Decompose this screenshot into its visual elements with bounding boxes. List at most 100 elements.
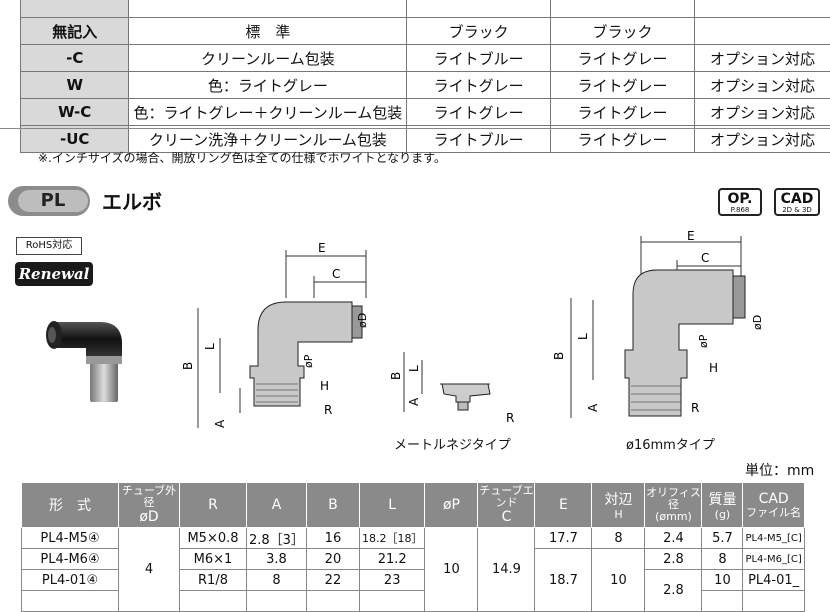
dim-label-l-16: L: [576, 333, 590, 340]
dim-label-e: E: [318, 241, 326, 255]
renewal-badge: Renewal: [15, 262, 93, 286]
dim-label-a: A: [213, 419, 227, 428]
badge-cad-label: CAD: [781, 191, 814, 207]
badge-op-label: OP.: [728, 191, 753, 207]
option-note: オプション対応: [695, 99, 830, 126]
cell-mass: 8: [702, 549, 743, 570]
dim-label-p-16: øP: [697, 334, 710, 348]
cell-model: PL4-01④: [22, 570, 119, 591]
cell-a: 8: [247, 570, 307, 591]
table-row: [21, 0, 830, 18]
dim-label-d-16: øD: [751, 315, 764, 330]
cell-cad: PL4-M5_[C]: [743, 528, 804, 549]
dim-label-h-16: H: [709, 361, 718, 375]
option-desc: 標 準: [129, 18, 407, 45]
option-page-badge[interactable]: OP. P.868: [718, 188, 762, 216]
option-note: オプション対応: [695, 72, 830, 99]
cell-tube-od: 4: [119, 528, 180, 612]
options-table: 無記入 標 準 ブラック ブラック -C クリーンルーム包装 ライトブルー ライ…: [20, 0, 830, 153]
dimension-drawing-main: E C øD øP B L H R A: [180, 238, 370, 438]
cell-mass: 5.7: [702, 528, 743, 549]
dim-label-e-16: E: [687, 230, 695, 243]
table-row: PL4-M5④ 4 M5×0.8 2.8［3］ 16 18.2［18］ 10 1…: [22, 528, 805, 549]
product-photo: [40, 300, 140, 410]
dimension-drawing-metric: B L A R: [380, 340, 530, 430]
cell-r: M5×0.8: [180, 528, 247, 549]
option-note: オプション対応: [695, 45, 830, 72]
option-desc: 色：ライトグレー＋クリーンルーム包装: [129, 99, 407, 126]
cell-l: 18.2［18］: [359, 528, 425, 549]
dim-label-r: R: [324, 403, 332, 417]
cell-b: 16: [306, 528, 359, 549]
table-row: 無記入 標 準 ブラック ブラック: [21, 18, 830, 45]
cell-b: 22: [306, 570, 359, 591]
col-orifice: オリフィス径(ømm): [645, 483, 702, 528]
section-code: PL: [18, 190, 88, 212]
dimension-drawing-16mm: E C øD øP B L H R A: [545, 230, 775, 430]
option-body-color: ブラック: [551, 18, 695, 45]
cad-badge[interactable]: CAD 2D & 3D: [774, 188, 820, 216]
cell-cad: PL4-M6_[C]: [743, 549, 804, 570]
dim-label-d: øD: [356, 313, 369, 328]
cell-orifice: 2.8: [645, 570, 702, 612]
option-body-color: ライトグレー: [551, 72, 695, 99]
col-r: R: [180, 483, 247, 528]
option-code: W-C: [21, 99, 129, 126]
option-code: 無記入: [21, 18, 129, 45]
cell-l: 23: [359, 570, 425, 591]
option-desc: 色：ライトグレー: [129, 72, 407, 99]
dim-label-r-16: R: [691, 401, 699, 415]
cell-mass: 10: [702, 570, 743, 591]
cell-r: M6×1: [180, 549, 247, 570]
col-model: 形 式: [22, 483, 119, 528]
caption-metric: メートルネジタイプ: [394, 434, 511, 453]
option-note: [695, 18, 830, 45]
table-row: W 色：ライトグレー ライトグレー ライトグレー オプション対応: [21, 72, 830, 99]
col-e: E: [535, 483, 592, 528]
dim-label-l-metric: L: [407, 365, 421, 372]
cell-r: R1/8: [180, 570, 247, 591]
option-ring-color: ライトブルー: [407, 45, 551, 72]
dim-label-r-metric: R: [506, 411, 514, 425]
table-row: W-C 色：ライトグレー＋クリーンルーム包装 ライトグレー ライトグレー オプシ…: [21, 99, 830, 126]
dim-label-l: L: [203, 343, 217, 350]
inch-note: ※.インチサイズの場合、開放リング色は全ての仕様でホワイトとなります。: [38, 149, 446, 166]
option-code: W: [21, 72, 129, 99]
badge-cad-sub: 2D & 3D: [776, 207, 818, 214]
cell-p: 10: [425, 528, 478, 612]
table-row: -C クリーンルーム包装 ライトブルー ライトグレー オプション対応: [21, 45, 830, 72]
col-b: B: [306, 483, 359, 528]
cell-orifice: 2.4: [645, 528, 702, 549]
dim-label-b-metric: B: [389, 372, 403, 380]
dim-label-b-16: B: [552, 352, 566, 360]
col-l: L: [359, 483, 425, 528]
section-title: エルボ: [102, 186, 162, 215]
cell-orifice: 2.8: [645, 549, 702, 570]
option-body-color: ライトグレー: [551, 126, 695, 153]
col-p: øP: [425, 483, 478, 528]
col-a: A: [247, 483, 307, 528]
cell-h: 8: [592, 528, 645, 549]
dim-label-p: øP: [302, 354, 315, 368]
dim-label-b: B: [181, 362, 195, 370]
dim-label-a-16: A: [586, 403, 600, 412]
cell-model: PL4-M6④: [22, 549, 119, 570]
dim-label-c-16: C: [701, 251, 709, 265]
dim-label-a-metric: A: [407, 397, 421, 406]
option-note: オプション対応: [695, 126, 830, 153]
option-ring-color: ライトグレー: [407, 72, 551, 99]
cell-b: 20: [306, 549, 359, 570]
option-desc: クリーンルーム包装: [129, 45, 407, 72]
cell-h: 10: [592, 549, 645, 612]
dim-label-h: H: [320, 379, 329, 393]
col-mass: 質量(g): [702, 483, 743, 528]
option-body-color: ライトグレー: [551, 45, 695, 72]
dim-label-c: C: [332, 267, 340, 281]
cell-e: 17.7: [535, 528, 592, 549]
